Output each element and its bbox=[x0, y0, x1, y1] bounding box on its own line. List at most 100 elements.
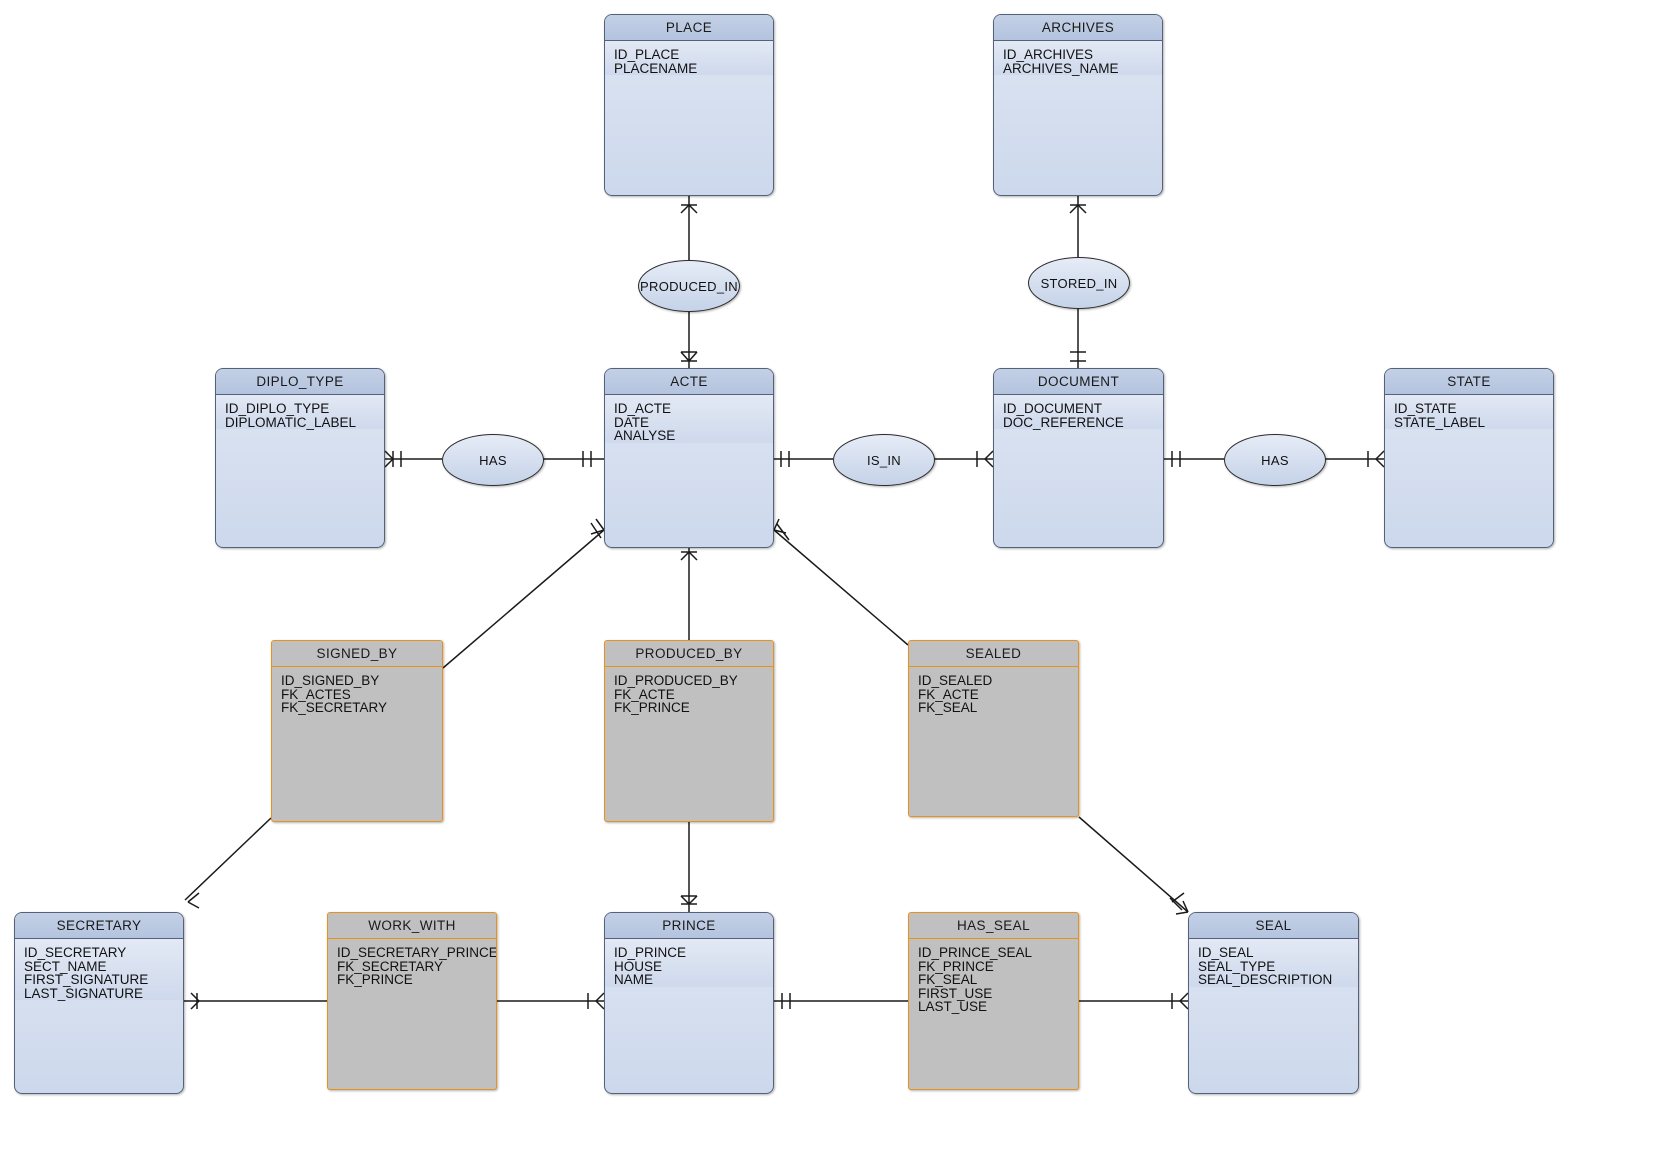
crow-place-2 bbox=[680, 204, 698, 214]
entity-title: STATE bbox=[1385, 369, 1553, 395]
entity-title: DIPLO_TYPE bbox=[216, 369, 384, 395]
entity-title: PLACE bbox=[605, 15, 773, 41]
attribute-item: ID_DOCUMENT bbox=[1003, 401, 1103, 416]
relationship-label: PRODUCED_IN bbox=[640, 278, 738, 294]
attribute-item: FK_ACTES bbox=[281, 686, 351, 702]
crow-arch bbox=[1069, 204, 1087, 214]
entity-title: SEAL bbox=[1189, 913, 1358, 939]
attribute-item: HOUSE bbox=[614, 958, 663, 974]
attribute-item: ID_ARCHIVES bbox=[1003, 47, 1094, 62]
entity-title: SIGNED_BY bbox=[272, 641, 442, 667]
edge-signedby-secretary bbox=[184, 817, 272, 901]
attribute-item: NAME bbox=[614, 972, 654, 988]
entity-title: SECRETARY bbox=[15, 913, 183, 939]
attribute-item: ID_SEALED bbox=[918, 673, 993, 688]
attribute-item: FIRST_USE bbox=[918, 985, 993, 1001]
attribute-item: LAST_USE bbox=[918, 999, 988, 1015]
attribute-item: ID_PRINCE_SEAL bbox=[918, 945, 1033, 960]
attribute-item: PLACENAME bbox=[614, 60, 698, 76]
attribute-item: FK_SEAL bbox=[918, 700, 978, 716]
attribute-item: DATE bbox=[614, 414, 650, 430]
attribute-item: FK_PRINCE bbox=[918, 958, 994, 974]
attribute-item: SECT_NAME bbox=[24, 958, 107, 974]
crow-acte-top bbox=[680, 351, 698, 362]
attribute-item: DIPLOMATIC_LABEL bbox=[225, 414, 357, 430]
edge-acte-sealed bbox=[773, 529, 909, 646]
attribute-item: FK_ACTE bbox=[918, 686, 979, 702]
attribute-item: ID_PRODUCED_BY bbox=[614, 673, 738, 688]
attribute-item: FK_ACTE bbox=[614, 686, 675, 702]
attribute-item: FK_SECRETARY bbox=[281, 700, 388, 716]
relationship-produced_in[interactable]: PRODUCED_IN bbox=[638, 260, 740, 312]
tick-sb-1 bbox=[590, 522, 602, 539]
attribute-item: STATE_LABEL bbox=[1394, 414, 1486, 430]
relationship-has_state[interactable]: HAS bbox=[1224, 434, 1326, 486]
crow-sec bbox=[187, 892, 200, 909]
attribute-item: FK_PRINCE bbox=[337, 972, 413, 988]
attribute-item: ID_SIGNED_BY bbox=[281, 673, 380, 688]
attribute-item: SEAL_DESCRIPTION bbox=[1198, 972, 1333, 988]
attribute-item: ARCHIVES_NAME bbox=[1003, 60, 1119, 76]
relationship-has_diplo[interactable]: HAS bbox=[442, 434, 544, 486]
entity-title: PRODUCED_BY bbox=[605, 641, 773, 667]
relationship-is_in[interactable]: IS_IN bbox=[833, 434, 935, 486]
relationship-label: IS_IN bbox=[866, 452, 901, 468]
crow-seal-r bbox=[1179, 992, 1189, 1010]
entity-title: WORK_WITH bbox=[328, 913, 496, 939]
crow-pb bbox=[680, 551, 698, 561]
relationship-label: STORED_IN bbox=[1040, 275, 1118, 291]
edge-acte-signedby bbox=[442, 529, 605, 669]
entity-title: PRINCE bbox=[605, 913, 773, 939]
entity-title: ACTE bbox=[605, 369, 773, 395]
entity-title: SEALED bbox=[909, 641, 1078, 667]
crow-prince-l bbox=[595, 992, 605, 1010]
relationship-stored_in[interactable]: STORED_IN bbox=[1028, 257, 1130, 309]
crow-ww bbox=[190, 992, 200, 1010]
attribute-item: ID_SEAL bbox=[1198, 945, 1254, 960]
crow-sealed bbox=[773, 518, 787, 534]
attribute-item: ID_PRINCE bbox=[614, 945, 687, 960]
relationship-label: HAS bbox=[1261, 452, 1289, 468]
crow-dt bbox=[384, 450, 394, 468]
entity-title: HAS_SEAL bbox=[909, 913, 1078, 939]
entity-title: ARCHIVES bbox=[994, 15, 1162, 41]
attribute-item: FK_SEAL bbox=[918, 972, 978, 988]
crow-prince-t bbox=[680, 895, 698, 905]
attribute-item: ID_ACTE bbox=[614, 401, 672, 416]
entity-title: DOCUMENT bbox=[994, 369, 1163, 395]
attribute-item: LAST_SIGNATURE bbox=[24, 985, 144, 1001]
attribute-item: ID_STATE bbox=[1394, 401, 1457, 416]
attribute-item: FK_SECRETARY bbox=[337, 958, 444, 974]
crow-doc-l bbox=[984, 450, 994, 468]
attribute-item: FIRST_SIGNATURE bbox=[24, 972, 149, 988]
attribute-item: SEAL_TYPE bbox=[1198, 958, 1276, 974]
tick-seal-2 bbox=[1171, 892, 1185, 903]
